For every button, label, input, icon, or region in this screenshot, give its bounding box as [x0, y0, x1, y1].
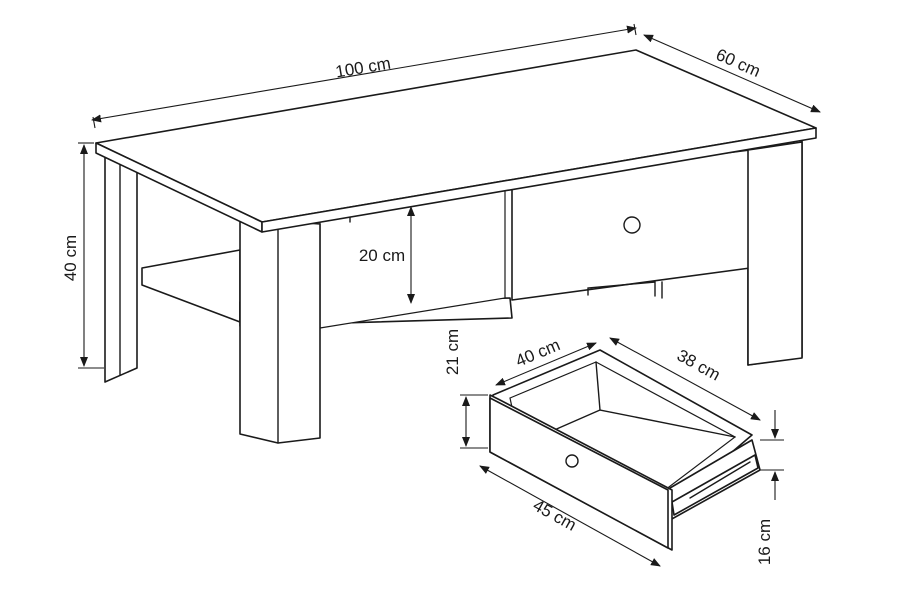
table-drawer-knob [623, 216, 641, 234]
dim-table-depth [643, 34, 821, 113]
dim-drawer-front [479, 465, 661, 567]
drawer-knob [565, 454, 579, 468]
label-drawer-front: 45 cm [530, 496, 580, 535]
label-table-height: 40 cm [61, 235, 80, 281]
coffee-table [95, 49, 817, 444]
back-left-leg [104, 149, 138, 383]
label-drawer-side-height: 16 cm [755, 519, 774, 565]
drawer-detail [489, 349, 761, 551]
front-left-leg [239, 217, 321, 444]
lower-shelf [141, 249, 241, 323]
label-drawer-width: 40 cm [513, 335, 563, 370]
label-drawer-depth: 38 cm [674, 346, 724, 385]
label-table-length: 100 cm [334, 54, 392, 82]
dim-drawer-width [495, 342, 597, 386]
dim-table-length [91, 25, 637, 123]
front-right-leg [747, 141, 803, 366]
table-top-side-edge [261, 127, 817, 233]
label-drawer-height: 21 cm [443, 329, 462, 375]
label-shelf-gap: 20 cm [359, 246, 405, 265]
label-table-depth: 60 cm [713, 45, 763, 81]
dim-drawer-depth [609, 337, 761, 421]
